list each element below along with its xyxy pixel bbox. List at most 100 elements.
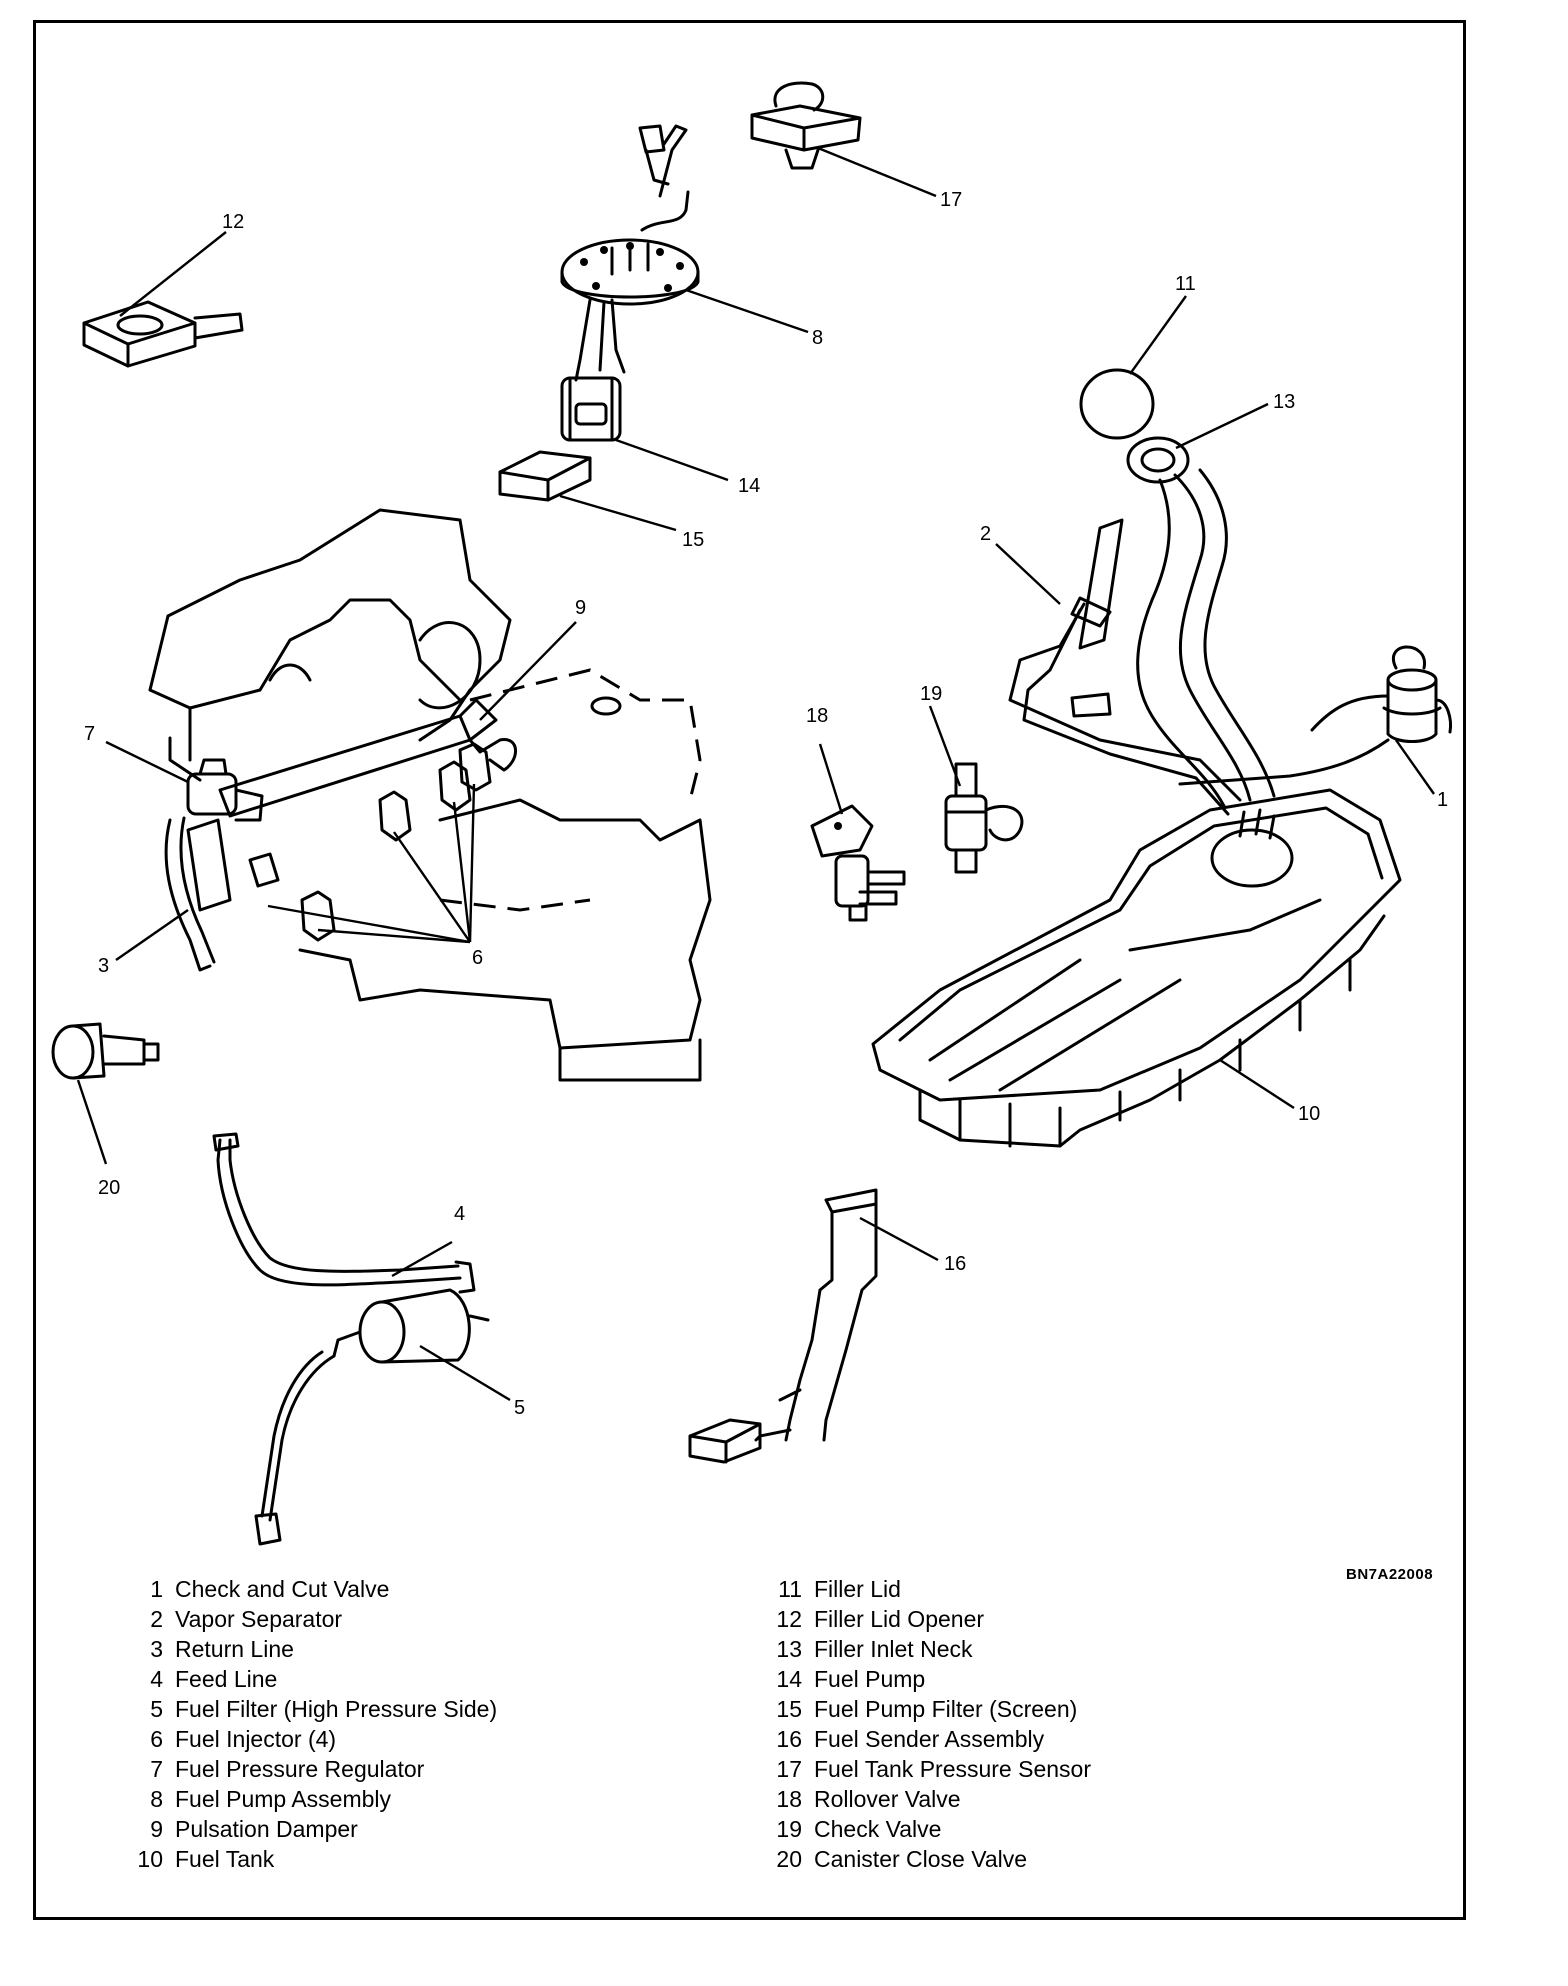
- legend-label: Check and Cut Valve: [175, 1576, 390, 1602]
- legend-number: 19: [776, 1816, 802, 1842]
- legend-item: 3 Return Line: [133, 1634, 497, 1664]
- legend-label: Canister Close Valve: [814, 1846, 1028, 1872]
- legend-label: Return Line: [175, 1636, 294, 1662]
- callout-7: 7: [84, 723, 95, 745]
- callout-5: 5: [514, 1397, 525, 1419]
- legend-number: 9: [150, 1816, 163, 1842]
- legend-label: Feed Line: [175, 1666, 278, 1692]
- part-vapor-separator: [1008, 518, 1242, 816]
- part-fuel-tank: [871, 788, 1402, 1148]
- part-filler-lid-opener: [82, 300, 244, 368]
- callout-3: 3: [98, 955, 109, 977]
- legend-item: 6 Fuel Injector (4): [133, 1724, 497, 1754]
- legend-item: 20 Canister Close Valve: [770, 1844, 1091, 1874]
- part-canister-close-valve: [51, 1022, 160, 1080]
- legend-label: Fuel Injector (4): [175, 1726, 337, 1752]
- part-rollover-valve: [810, 804, 906, 922]
- part-fuel-rail-and-injectors: [164, 698, 517, 972]
- legend-label: Pulsation Damper: [175, 1816, 358, 1842]
- part-check-and-cut-valve: [1178, 645, 1452, 786]
- part-fuel-tank-pressure-sensor: [750, 81, 862, 170]
- legend-label: Fuel Filter (High Pressure Side): [175, 1696, 498, 1722]
- callout-6: 6: [472, 947, 483, 969]
- callout-15: 15: [682, 529, 704, 551]
- callout-12: 12: [222, 211, 244, 233]
- legend-number: 6: [150, 1726, 163, 1752]
- callout-1: 1: [1437, 789, 1448, 811]
- legend-label: Fuel Tank: [175, 1846, 275, 1872]
- callout-20: 20: [98, 1177, 120, 1199]
- legend-number: 10: [137, 1846, 163, 1872]
- legend-label: Check Valve: [814, 1816, 942, 1842]
- legend-right-column: 11 Filler Lid 12 Filler Lid Opener 13 Fille…: [770, 1574, 1091, 1874]
- legend-label: Rollover Valve: [814, 1786, 961, 1812]
- callout-14: 14: [738, 475, 760, 497]
- legend-item: 8 Fuel Pump Assembly: [133, 1784, 497, 1814]
- legend-number: 13: [776, 1636, 802, 1662]
- legend-label: Fuel Tank Pressure Sensor: [814, 1756, 1091, 1782]
- callout-2: 2: [980, 523, 991, 545]
- legend-item: 4 Feed Line: [133, 1664, 497, 1694]
- legend-number: 5: [150, 1696, 163, 1722]
- callout-17: 17: [940, 189, 962, 211]
- legend-item: 14 Fuel Pump: [770, 1664, 1091, 1694]
- part-feed-line: [212, 1132, 476, 1294]
- legend-item: 19 Check Valve: [770, 1814, 1091, 1844]
- callout-10: 10: [1298, 1103, 1320, 1125]
- legend-item: 17 Fuel Tank Pressure Sensor: [770, 1754, 1091, 1784]
- legend-label: Fuel Pump Assembly: [175, 1786, 392, 1812]
- legend-label: Fuel Pump Filter (Screen): [814, 1696, 1078, 1722]
- callout-16: 16: [944, 1253, 966, 1275]
- legend-item: 18 Rollover Valve: [770, 1784, 1091, 1814]
- diagram-frame: [33, 20, 1466, 1920]
- legend-label: Filler Lid: [814, 1576, 901, 1602]
- legend-number: 15: [776, 1696, 802, 1722]
- legend-number: 18: [776, 1786, 802, 1812]
- part-filler-inlet-neck: [1126, 436, 1276, 808]
- part-engine-block: [148, 508, 712, 1082]
- legend-item: 12 Filler Lid Opener: [770, 1604, 1091, 1634]
- legend-label: Filler Lid Opener: [814, 1606, 985, 1632]
- legend-label: Vapor Separator: [175, 1606, 343, 1632]
- legend-item: 15 Fuel Pump Filter (Screen): [770, 1694, 1091, 1724]
- legend-number: 11: [778, 1576, 802, 1602]
- legend-label: Fuel Pump: [814, 1666, 926, 1692]
- legend-number: 17: [776, 1756, 802, 1782]
- legend-item: 13 Filler Inlet Neck: [770, 1634, 1091, 1664]
- legend-item: 5 Fuel Filter (High Pressure Side): [133, 1694, 497, 1724]
- legend-item: 7 Fuel Pressure Regulator: [133, 1754, 497, 1784]
- legend-item: 2 Vapor Separator: [133, 1604, 497, 1634]
- legend-item: 11 Filler Lid: [770, 1574, 1091, 1604]
- diagram-code: BN7A22008: [1346, 1566, 1434, 1583]
- legend-number: 20: [776, 1846, 802, 1872]
- callout-19: 19: [920, 683, 942, 705]
- legend-number: 8: [150, 1786, 163, 1812]
- part-check-valve: [944, 762, 1024, 874]
- legend-label: Fuel Sender Assembly: [814, 1726, 1045, 1752]
- legend-number: 14: [776, 1666, 802, 1692]
- legend-number: 7: [150, 1756, 163, 1782]
- callout-numbers: 1 2 3 4 5 6 7 8 9 10 11 12 13 14 15 16 1…: [84, 189, 1448, 1419]
- legend-number: 2: [150, 1606, 163, 1632]
- legend-number: 12: [776, 1606, 802, 1632]
- part-fuel-pump-assembly: [498, 124, 700, 502]
- callout-18: 18: [806, 705, 828, 727]
- callout-11: 11: [1175, 273, 1196, 295]
- legend-number: 3: [150, 1636, 163, 1662]
- callout-9: 9: [575, 597, 586, 619]
- legend-number: 1: [150, 1576, 163, 1602]
- callout-4: 4: [454, 1203, 465, 1225]
- legend-label: Fuel Pressure Regulator: [175, 1756, 425, 1782]
- legend-number: 4: [150, 1666, 163, 1692]
- legend-item: 10 Fuel Tank: [133, 1844, 497, 1874]
- legend-label: Filler Inlet Neck: [814, 1636, 973, 1662]
- callout-13: 13: [1273, 391, 1295, 413]
- part-fuel-sender-assembly: [688, 1188, 878, 1464]
- legend-item: 1 Check and Cut Valve: [133, 1574, 497, 1604]
- leader-lines: [76, 146, 1435, 1402]
- part-fuel-filter: [254, 1288, 490, 1546]
- part-filler-lid: [1079, 368, 1155, 440]
